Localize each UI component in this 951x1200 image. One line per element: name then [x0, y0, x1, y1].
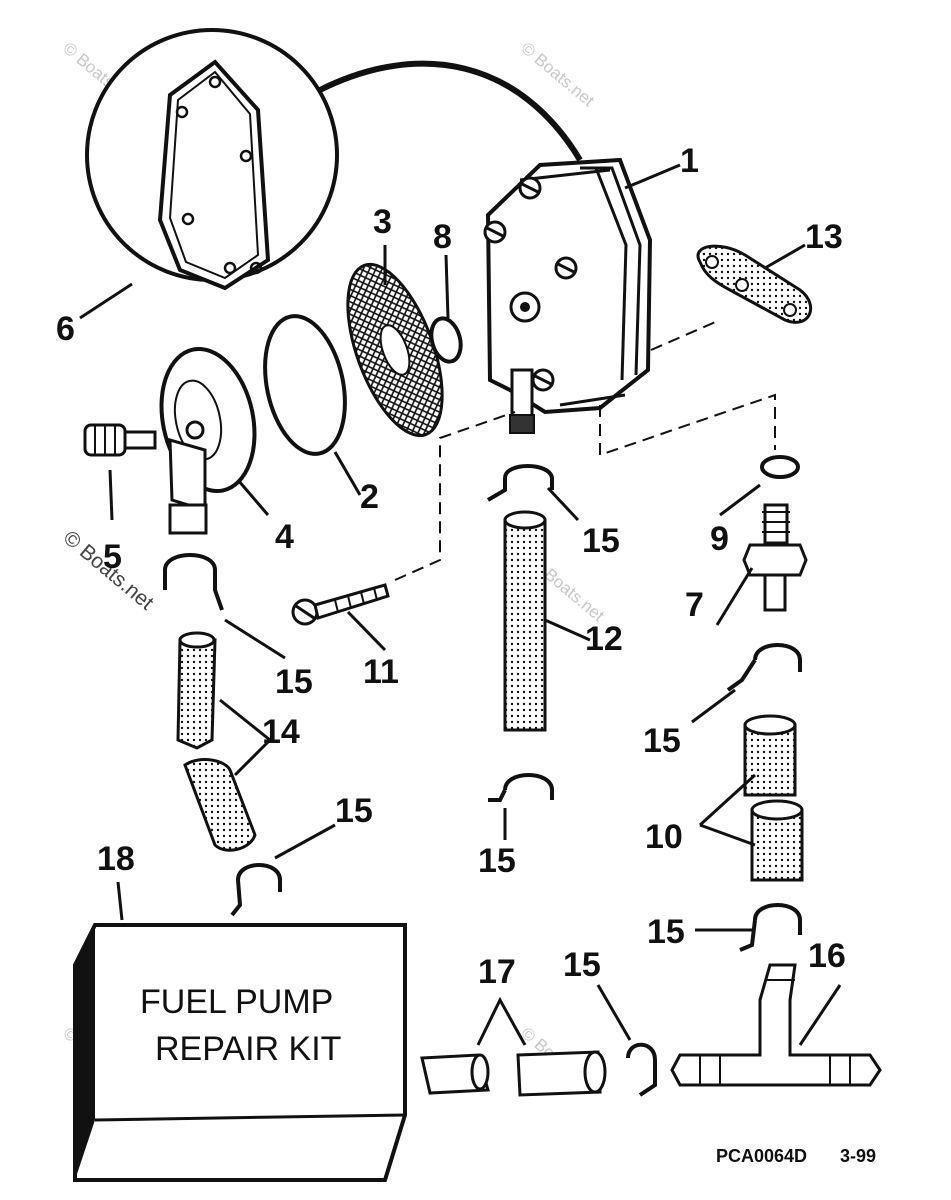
- callout-17: 17: [478, 953, 516, 991]
- kit-label-line1: FUEL PUMP: [140, 983, 333, 1021]
- hose-fitting: [715, 503, 808, 626]
- drawing-code: PCA0064D: [716, 1146, 807, 1166]
- flange-gasket: [650, 243, 813, 351]
- fitting-o-ring: [599, 393, 800, 517]
- callout-1: 1: [680, 142, 699, 180]
- callout-15-c: 15: [643, 722, 681, 760]
- callout-15-b: 15: [275, 663, 313, 701]
- callout-9: 9: [710, 520, 729, 558]
- callout-18: 18: [97, 840, 135, 878]
- callout-15-g: 15: [563, 946, 601, 984]
- gasket-inset: [79, 28, 583, 320]
- right-short-hoses: [698, 714, 804, 882]
- repair-kit-box: FUEL PUMP REPAIR KIT: [73, 881, 407, 1182]
- callout-15-a: 15: [582, 522, 620, 560]
- callout-8: 8: [433, 218, 452, 256]
- filter-screen: [346, 245, 444, 438]
- drawing-date: 3-99: [840, 1146, 876, 1166]
- callout-labels: 1 2 3 4 5 6 7 8 9 10 11 12 13 14 16 17 1…: [56, 142, 846, 991]
- callout-3: 3: [373, 203, 392, 241]
- hose-clips: [163, 464, 802, 1097]
- callout-14: 14: [262, 713, 300, 751]
- callout-12: 12: [585, 620, 623, 658]
- bottom-hoses: [420, 996, 607, 1097]
- callout-15-e: 15: [335, 792, 373, 830]
- callout-5: 5: [103, 538, 122, 576]
- callout-11: 11: [363, 653, 399, 691]
- fuel-pump-body: [483, 157, 681, 434]
- pump-cover: [159, 346, 270, 535]
- cover-screw: [83, 423, 157, 521]
- callout-6: 6: [56, 310, 75, 348]
- callout-4: 4: [275, 518, 294, 556]
- long-hose: [503, 510, 591, 732]
- callout-13: 13: [805, 218, 843, 256]
- footer-code: PCA0064D 3-99: [716, 1146, 876, 1166]
- left-hoses: [176, 631, 272, 852]
- tee-fitting: [670, 963, 882, 1087]
- callout-7: 7: [685, 586, 704, 624]
- kit-label-line2: REPAIR KIT: [155, 1030, 341, 1068]
- large-o-ring: [263, 314, 362, 496]
- callout-2: 2: [360, 478, 379, 516]
- callout-15-d: 15: [478, 842, 516, 880]
- callout-15-f: 15: [647, 913, 685, 951]
- small-o-ring: [429, 254, 463, 364]
- callout-10: 10: [645, 818, 683, 856]
- callout-16: 16: [808, 937, 846, 975]
- long-screw: [291, 411, 516, 652]
